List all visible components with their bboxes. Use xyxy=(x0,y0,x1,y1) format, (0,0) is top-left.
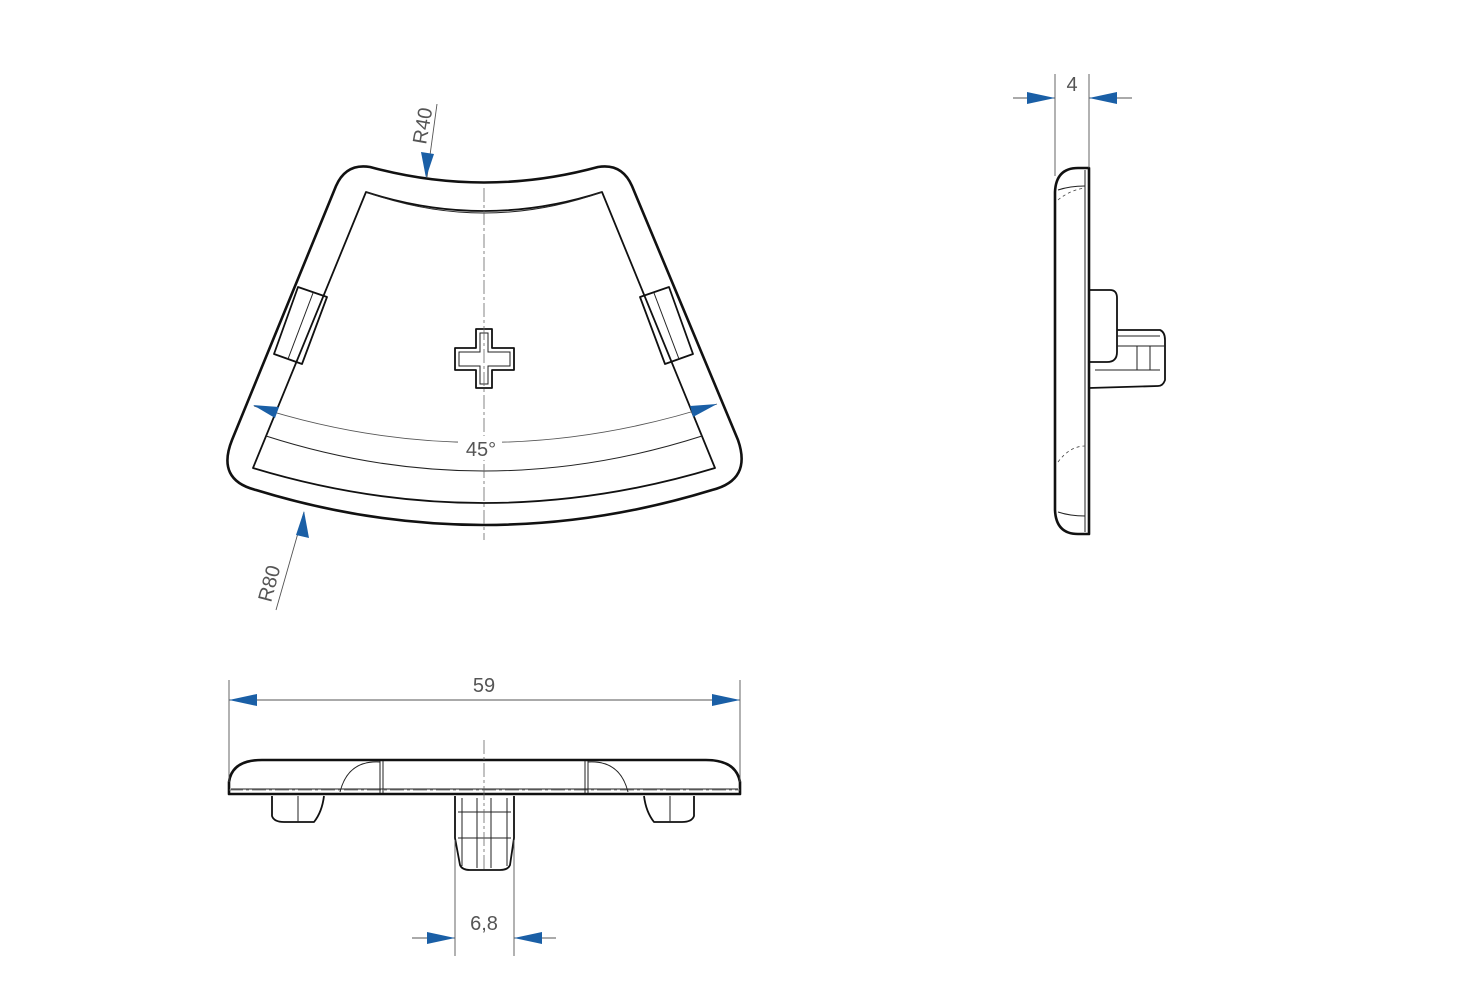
w59-arrow-right xyxy=(712,694,740,706)
r40-arrow xyxy=(421,152,434,178)
bottom-left-curve xyxy=(339,761,381,793)
angle-arrow-right xyxy=(690,404,717,417)
angle-label: 45° xyxy=(466,439,496,461)
bottom-plate xyxy=(227,758,742,796)
thk-arrow-right xyxy=(1089,92,1117,104)
left-tab xyxy=(273,286,328,365)
front-inner-outline xyxy=(252,191,716,504)
side-bottom-curve xyxy=(1057,511,1086,517)
pw-arrow-right xyxy=(514,932,542,944)
r80-label: R80 xyxy=(255,563,286,604)
bottom-view: 59 6,8 xyxy=(227,675,742,956)
side-bottom-hidden xyxy=(1057,445,1086,463)
side-boss xyxy=(1089,289,1118,363)
side-top-hidden xyxy=(1057,187,1086,201)
side-plate xyxy=(1053,166,1091,536)
front-view: R40 R80 45° xyxy=(226,103,743,611)
cross-hole xyxy=(454,328,515,389)
front-outer-outline xyxy=(226,165,743,527)
thk-arrow-left xyxy=(1027,92,1055,104)
cross-hole-inner xyxy=(458,332,511,385)
angle-label-bg xyxy=(458,436,502,460)
r80-arrow xyxy=(296,511,309,538)
w59-arrow-left xyxy=(229,694,257,706)
bottom-right-curve xyxy=(587,761,629,793)
angle-arrow-left xyxy=(253,405,279,418)
w59-label: 59 xyxy=(473,675,495,697)
pw-arrow-left xyxy=(427,932,455,944)
pw-label: 6,8 xyxy=(470,913,498,935)
bottom-pin xyxy=(454,796,515,871)
bottom-right-tab xyxy=(643,795,695,823)
bottom-left-tab xyxy=(271,795,325,823)
thk-label: 4 xyxy=(1066,74,1077,96)
side-top-curve xyxy=(1057,185,1086,191)
left-tab-inner xyxy=(287,292,314,360)
r40-label: R40 xyxy=(409,106,437,146)
side-pin xyxy=(1088,329,1166,389)
side-view: 4 xyxy=(1013,74,1166,536)
right-tab xyxy=(639,286,694,365)
right-tab-inner xyxy=(653,292,680,360)
